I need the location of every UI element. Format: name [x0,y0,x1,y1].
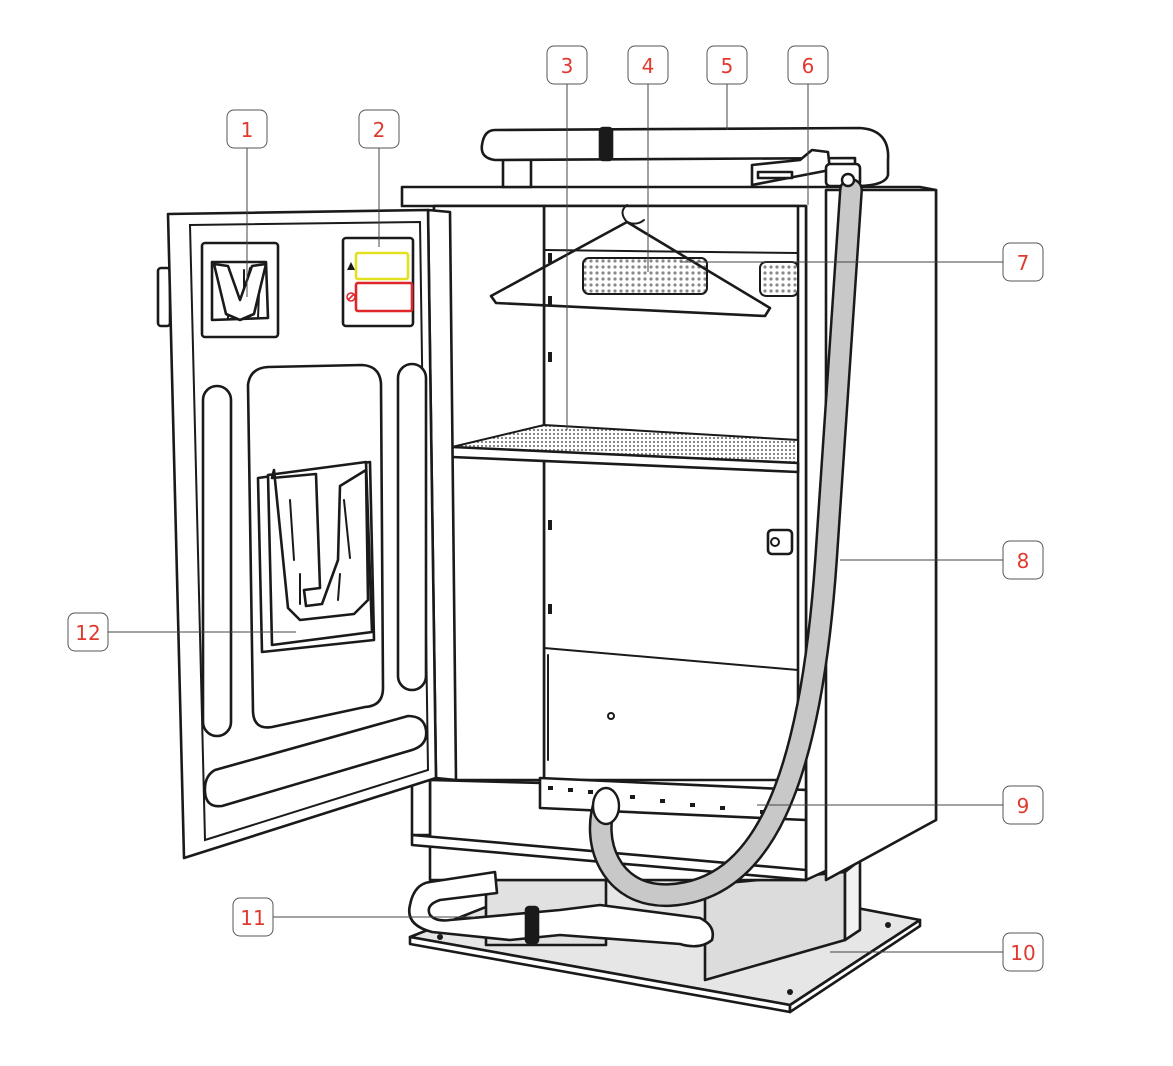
callout-3-label: 3 [561,54,574,78]
callout-7: 7 [1002,242,1044,282]
callout-11: 11 [232,897,274,937]
clothes-hanger [489,204,772,318]
small-document-holder [200,241,280,339]
callout-9: 9 [1002,785,1044,825]
callout-12-label: 12 [75,621,100,645]
callout-7-label: 7 [1017,251,1030,275]
callout-12: 12 [67,612,109,652]
callout-5: 5 [706,45,748,85]
fan-grille-right [759,261,799,297]
warning-labels [341,236,415,328]
callout-10: 10 [1002,932,1044,972]
callout-9-label: 9 [1017,794,1030,818]
air-hose [588,172,863,908]
callout-leaders [108,83,1003,953]
callout-4: 4 [627,45,669,85]
callout-4-label: 4 [642,54,655,78]
callout-6: 6 [787,45,829,85]
callout-8: 8 [1002,540,1044,580]
lower-handle [407,870,715,948]
callout-10-label: 10 [1010,941,1035,965]
callout-1: 1 [226,109,268,149]
callout-2: 2 [358,109,400,149]
fan-grille-left [582,257,708,295]
callout-8-label: 8 [1017,549,1030,573]
cabinet-body [400,185,938,882]
large-document-holder [256,460,376,654]
callout-3: 3 [546,45,588,85]
callout-1-label: 1 [241,118,254,142]
top-handle [480,126,890,189]
callout-6-label: 6 [802,54,815,78]
callout-5-label: 5 [721,54,734,78]
callout-11-label: 11 [240,906,265,930]
callout-2-label: 2 [373,118,386,142]
